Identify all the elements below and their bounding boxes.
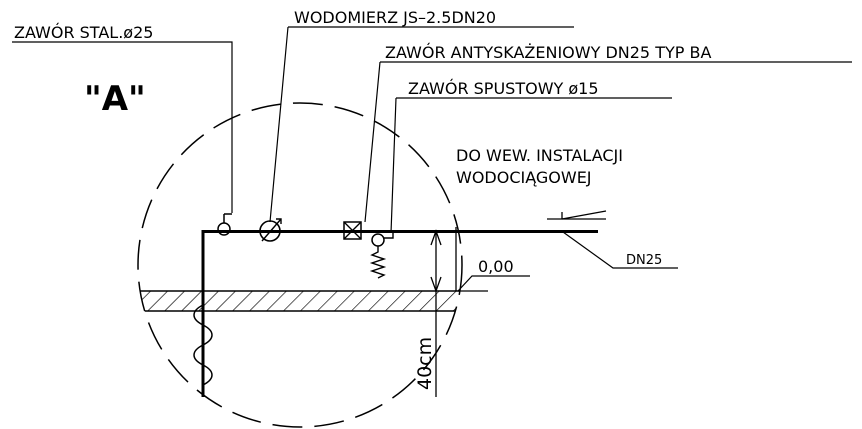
label-backflow-preventer: ZAWÓR ANTYSKAŻENIOWY DN25 TYP BA bbox=[385, 43, 711, 62]
label-internal-installation-1: DO WEW. INSTALACJI bbox=[456, 146, 623, 165]
detail-circle bbox=[137, 102, 463, 428]
label-steel-valve: ZAWÓR STAL.ø25 bbox=[14, 23, 153, 42]
pipe-sleeve bbox=[193, 304, 213, 386]
detail-mark: "A" bbox=[84, 79, 146, 119]
label-pipe-size: DN25 bbox=[626, 253, 662, 268]
label-depth: 40cm bbox=[414, 337, 436, 390]
leader-lines bbox=[12, 26, 852, 269]
steel-valve-symbol bbox=[217, 213, 232, 236]
ground-hatch bbox=[138, 290, 462, 312]
drain-valve-symbol bbox=[369, 233, 394, 279]
main-pipe bbox=[201, 230, 598, 397]
dimension-lines bbox=[430, 227, 457, 397]
label-drain-valve: ZAWÓR SPUSTOWY ø15 bbox=[408, 79, 599, 98]
label-internal-installation-2: WODOCIĄGOWEJ bbox=[456, 168, 592, 187]
level-mark bbox=[457, 275, 530, 292]
backflow-preventer-symbol bbox=[343, 221, 362, 240]
label-level: 0,00 bbox=[478, 257, 514, 276]
label-water-meter: WODOMIERZ JS–2.5DN20 bbox=[294, 8, 496, 27]
flow-arrow bbox=[547, 210, 607, 220]
